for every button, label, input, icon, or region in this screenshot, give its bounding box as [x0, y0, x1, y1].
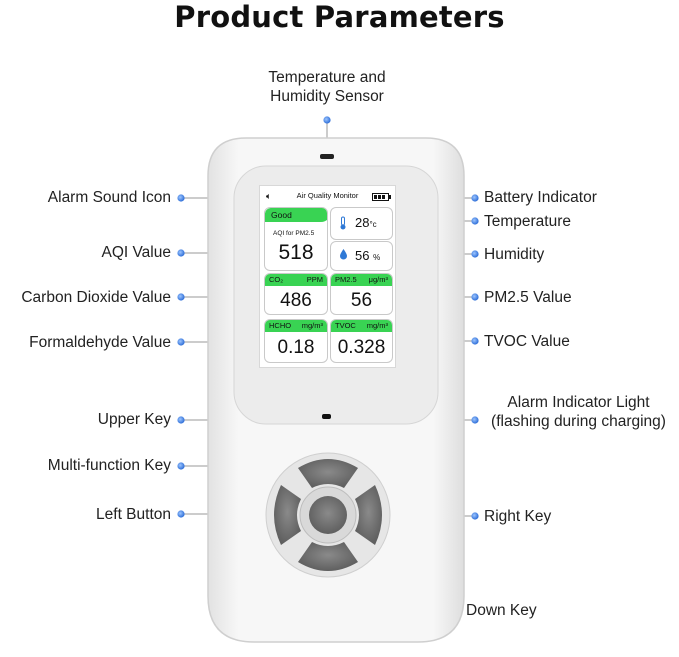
co2-cell: CO₂ PPM 486: [264, 273, 328, 315]
aqi-value: 518: [278, 241, 314, 264]
hcho-label: HCHO: [269, 321, 292, 330]
battery-icon: [372, 193, 391, 201]
label-alarm-sound-icon: Alarm Sound Icon: [47, 189, 171, 206]
label-formaldehyde-value: Formaldehyde Value: [29, 334, 171, 351]
tvoc-value: 0.328: [337, 337, 386, 358]
co2-label: CO₂: [269, 275, 284, 284]
label-pm25-value: PM2.5 Value: [484, 289, 572, 306]
hcho-unit: mg/m³: [301, 321, 323, 330]
droplet-icon: [340, 249, 347, 260]
label-upper-key: Upper Key: [97, 411, 171, 428]
lcd-screen: 🔈︎ Air Quality Monitor Good AQI for PM2.…: [259, 185, 396, 368]
page-title: Product Parameters: [174, 0, 505, 34]
label-battery-indicator: Battery Indicator: [484, 189, 597, 206]
aqi-cell: Good AQI for PM2.5 518: [264, 207, 328, 271]
label-left-button: Left Button: [96, 506, 171, 523]
aqi-caption: AQI for PM2.5: [273, 230, 315, 237]
humidity-cell: 56 %: [330, 241, 393, 271]
humidity-value: 56: [355, 248, 370, 263]
label-right-key: Right Key: [484, 508, 552, 525]
co2-value: 486: [280, 290, 312, 311]
label-temp-humidity-sensor-line1: Temperature and: [268, 69, 386, 86]
temperature-value: 28: [355, 215, 370, 230]
label-tvoc-value: TVOC Value: [484, 333, 570, 350]
pm25-label: PM2.5: [335, 275, 357, 284]
label-temp-humidity-sensor: Temperature and Humidity Sensor: [227, 68, 427, 106]
label-temperature: Temperature: [484, 213, 572, 230]
hcho-cell: HCHO mg/m³ 0.18: [264, 319, 328, 363]
tvoc-cell: TVOC mg/m³ 0.328: [330, 319, 393, 363]
pm25-unit: μg/m³: [368, 275, 388, 284]
pm25-cell: PM2.5 μg/m³ 56: [330, 273, 393, 315]
thermometer-icon: [340, 216, 346, 230]
label-alarm-light-line1: Alarm Indicator Light: [507, 394, 650, 411]
hcho-value: 0.18: [277, 337, 315, 358]
label-alarm-light-line2: (flashing during charging): [491, 413, 666, 430]
tvoc-unit: mg/m³: [366, 321, 388, 330]
tvoc-label: TVOC: [335, 321, 356, 330]
label-down-key: Down Key: [466, 602, 537, 619]
temperature-unit: °c: [369, 220, 377, 229]
co2-unit: PPM: [306, 275, 323, 284]
pm25-value: 56: [350, 290, 373, 311]
label-humidity: Humidity: [484, 246, 545, 263]
screen-header: 🔈︎ Air Quality Monitor: [260, 189, 395, 203]
humidity-unit: %: [373, 253, 381, 262]
aqi-status-badge: Good: [265, 208, 327, 222]
label-aqi-value: AQI Value: [101, 244, 171, 261]
label-multi-function-key: Multi-function Key: [47, 457, 171, 474]
screen-title: Air Quality Monitor: [296, 191, 359, 200]
label-carbon-dioxide-value: Carbon Dioxide Value: [21, 289, 171, 306]
temperature-cell: 28°c: [330, 207, 393, 240]
label-alarm-indicator-light: Alarm Indicator Light (flashing during c…: [478, 393, 679, 431]
speaker-icon: 🔈︎: [266, 191, 272, 201]
label-temp-humidity-sensor-line2: Humidity Sensor: [270, 88, 384, 105]
